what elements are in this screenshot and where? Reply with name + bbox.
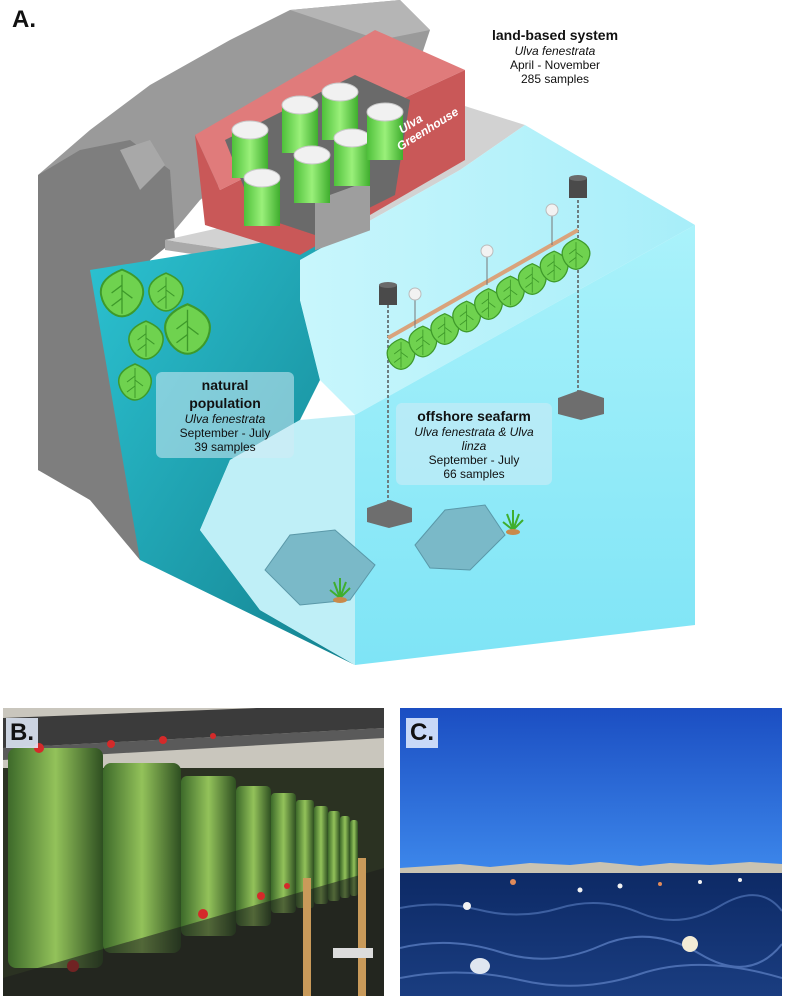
offshore-seafarm-title: offshore seafarm	[417, 408, 531, 424]
float-buoy-1	[408, 287, 422, 301]
land-based-period: April - November	[509, 58, 601, 72]
cultivation-tank	[293, 145, 331, 203]
natural-population-period: September - July	[179, 426, 271, 440]
natural-population-caption: natural population Ulva fenestrata Septe…	[156, 372, 294, 458]
float-buoy-2	[480, 244, 494, 258]
seabed-rock-left	[264, 529, 376, 606]
longline-rope	[387, 228, 579, 340]
natural-population-title: natural population	[189, 377, 261, 411]
seabed-rock-right	[414, 504, 506, 571]
natural-population-samples: 39 samples	[194, 440, 256, 454]
land-based-caption: land-based system Ulva fenestrata April …	[470, 26, 640, 86]
cultivation-tank	[333, 128, 371, 186]
panel-b-label: B.	[6, 718, 38, 748]
marker-buoy-left	[379, 282, 397, 305]
anchor-block-right	[558, 390, 604, 420]
panel-b-photo	[3, 708, 384, 996]
cultivation-tank	[243, 168, 281, 226]
cultivation-tank	[366, 102, 404, 160]
land-based-title: land-based system	[491, 27, 619, 43]
land-based-species: Ulva fenestrata	[514, 44, 596, 58]
land-based-samples: 285 samples	[520, 72, 590, 86]
offshore-seafarm-species: Ulva fenestrata & Ulva linza	[414, 425, 534, 453]
offshore-seafarm-period: September - July	[428, 453, 520, 467]
offshore-seafarm-caption: offshore seafarm Ulva fenestrata & Ulva …	[396, 403, 552, 485]
seabed-plant-right	[502, 510, 524, 535]
panel-c-image	[400, 708, 782, 996]
marker-buoy-right	[569, 175, 587, 198]
panel-a-label: A.	[12, 6, 36, 33]
natural-population-species: Ulva fenestrata	[184, 412, 266, 426]
anchor-block-left	[367, 500, 412, 528]
panel-b-image	[3, 708, 384, 996]
greenhouse-tanks	[231, 82, 404, 226]
cultivation-tank	[281, 95, 319, 153]
panel-c-label: C.	[406, 718, 438, 748]
seabed-plant-left	[329, 578, 351, 603]
offshore-seafarm-rig	[367, 175, 604, 528]
float-buoy-3	[545, 203, 559, 217]
panel-c-photo	[400, 708, 782, 996]
offshore-seafarm-samples: 66 samples	[443, 467, 505, 481]
